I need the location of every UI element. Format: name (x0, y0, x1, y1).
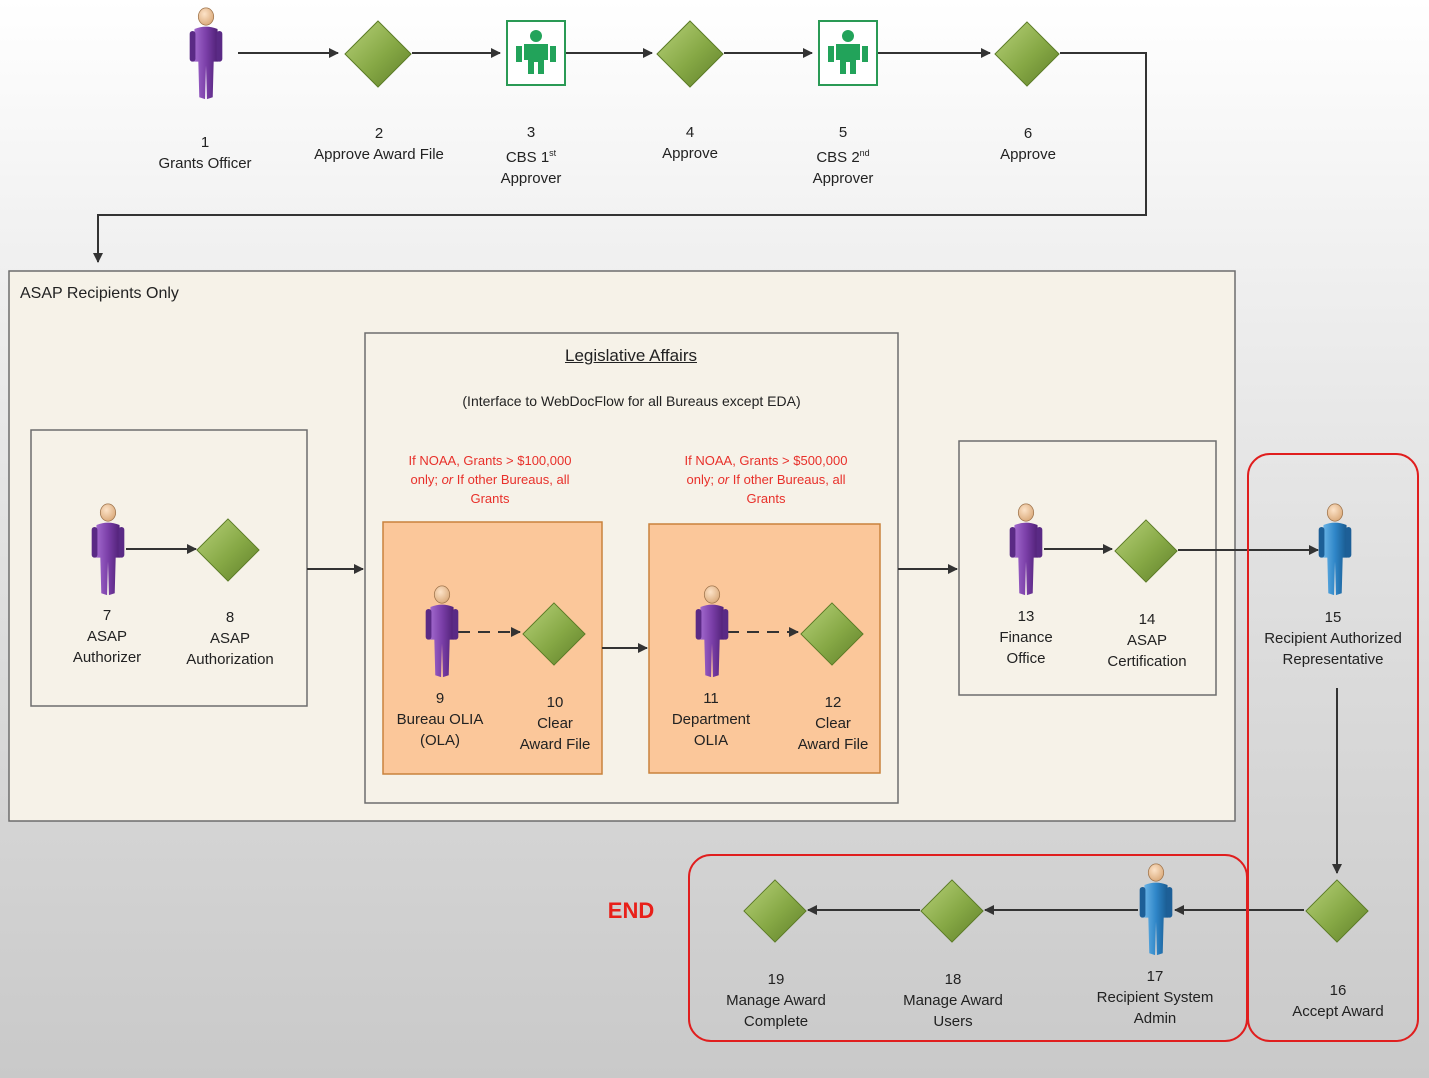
recipient-system-admin-person-icon (1139, 863, 1173, 956)
asap-panel-title: ASAP Recipients Only (20, 285, 179, 302)
grants-officer-person-icon (189, 7, 223, 100)
recipient-authorized-rep-person-icon (1318, 503, 1352, 596)
manage-award-complete-diamond-icon (743, 879, 807, 943)
approve-final-diamond-icon (994, 21, 1060, 87)
condition-note-2: If NOAA, Grants > $500,000 only; or If o… (684, 453, 848, 506)
legislative-affairs-title: Legislative Affairs (565, 346, 697, 365)
recipient-rep-highlight (1247, 453, 1419, 1042)
recipient-admin-highlight (688, 854, 1248, 1042)
end-label: END (607, 898, 655, 923)
approve-diamond-icon (656, 20, 724, 88)
accept-award-diamond-icon (1305, 879, 1369, 943)
step-5-label: 5 CBS 2nd Approver (812, 124, 874, 187)
finance-box (958, 440, 1217, 696)
step-3-label: 3 CBS 1st Approver (500, 124, 562, 187)
manage-award-users-diamond-icon (920, 879, 984, 943)
legislative-affairs-subtitle: (Interface to WebDocFlow for all Bureaus… (462, 393, 801, 409)
condition-note-1: If NOAA, Grants > $100,000 only; or If o… (408, 453, 572, 506)
cbs-2nd-approver-icon (818, 20, 878, 86)
approve-award-file-diamond-icon (344, 20, 412, 88)
top-row-arrows (93, 48, 1147, 263)
cbs-1st-approver-icon (506, 20, 566, 86)
